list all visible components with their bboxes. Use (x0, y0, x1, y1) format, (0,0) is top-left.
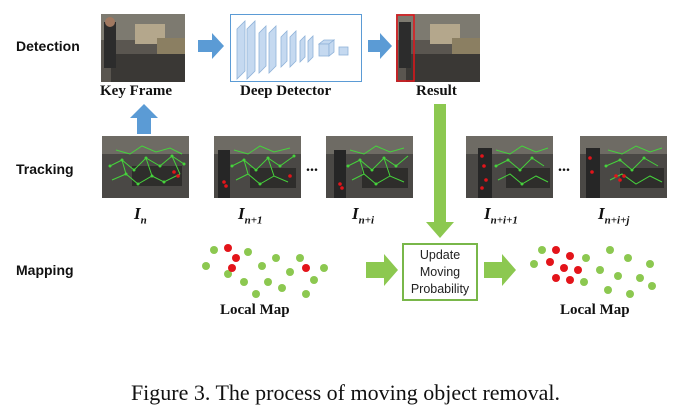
green-arrow-result-down (426, 104, 454, 238)
frame-label-n: In (134, 204, 147, 227)
figure-caption: Figure 3. The process of moving object r… (130, 380, 561, 405)
key-frame-image (101, 14, 185, 82)
ellipsis-1: ... (306, 158, 318, 175)
result-image (396, 14, 480, 82)
key-frame-label: Key Frame (100, 83, 173, 99)
frame-label-n-plus-1: In+1 (238, 204, 263, 227)
row-label-mapping: Mapping (16, 262, 74, 278)
green-arrow-from-update (484, 254, 516, 286)
row-label-tracking: Tracking (16, 161, 74, 177)
tracking-frame-n-plus-1 (214, 136, 301, 198)
deep-detector-label: Deep Detector (240, 83, 332, 99)
frame-label-n-plus-i-plus-1: In+i+1 (484, 204, 518, 227)
result-label: Result (416, 83, 457, 99)
tracking-frame-n-plus-i-plus-1 (466, 136, 553, 198)
blue-arrow-to-result (368, 33, 392, 59)
update-line-3: Probability (410, 281, 470, 296)
tracking-frame-n-plus-i (326, 136, 413, 198)
local-map-right-label: Local Map (560, 302, 630, 318)
update-line-2: Moving (419, 264, 461, 279)
frame-label-n-plus-i-plus-j: In+i+j (598, 204, 630, 227)
green-arrow-to-update (366, 254, 398, 286)
local-map-left-points (202, 244, 328, 298)
deep-detector-box (230, 14, 362, 82)
detection-bounding-box (396, 14, 415, 82)
local-map-right-points (530, 246, 656, 298)
row-label-detection: Detection (16, 38, 80, 54)
blue-arrow-up-to-keyframe (130, 104, 158, 134)
ellipsis-2: ... (558, 158, 570, 175)
local-map-left-label: Local Map (220, 302, 290, 318)
tracking-frame-n (102, 136, 189, 198)
update-moving-probability-box: Update Moving Probability (402, 243, 478, 301)
blue-arrow-to-detector (198, 33, 224, 59)
tracking-frame-n-plus-i-plus-j (580, 136, 667, 198)
frame-label-n-plus-i: In+i (352, 204, 375, 227)
network-layers-icon (236, 20, 349, 80)
update-line-1: Update (419, 247, 461, 262)
